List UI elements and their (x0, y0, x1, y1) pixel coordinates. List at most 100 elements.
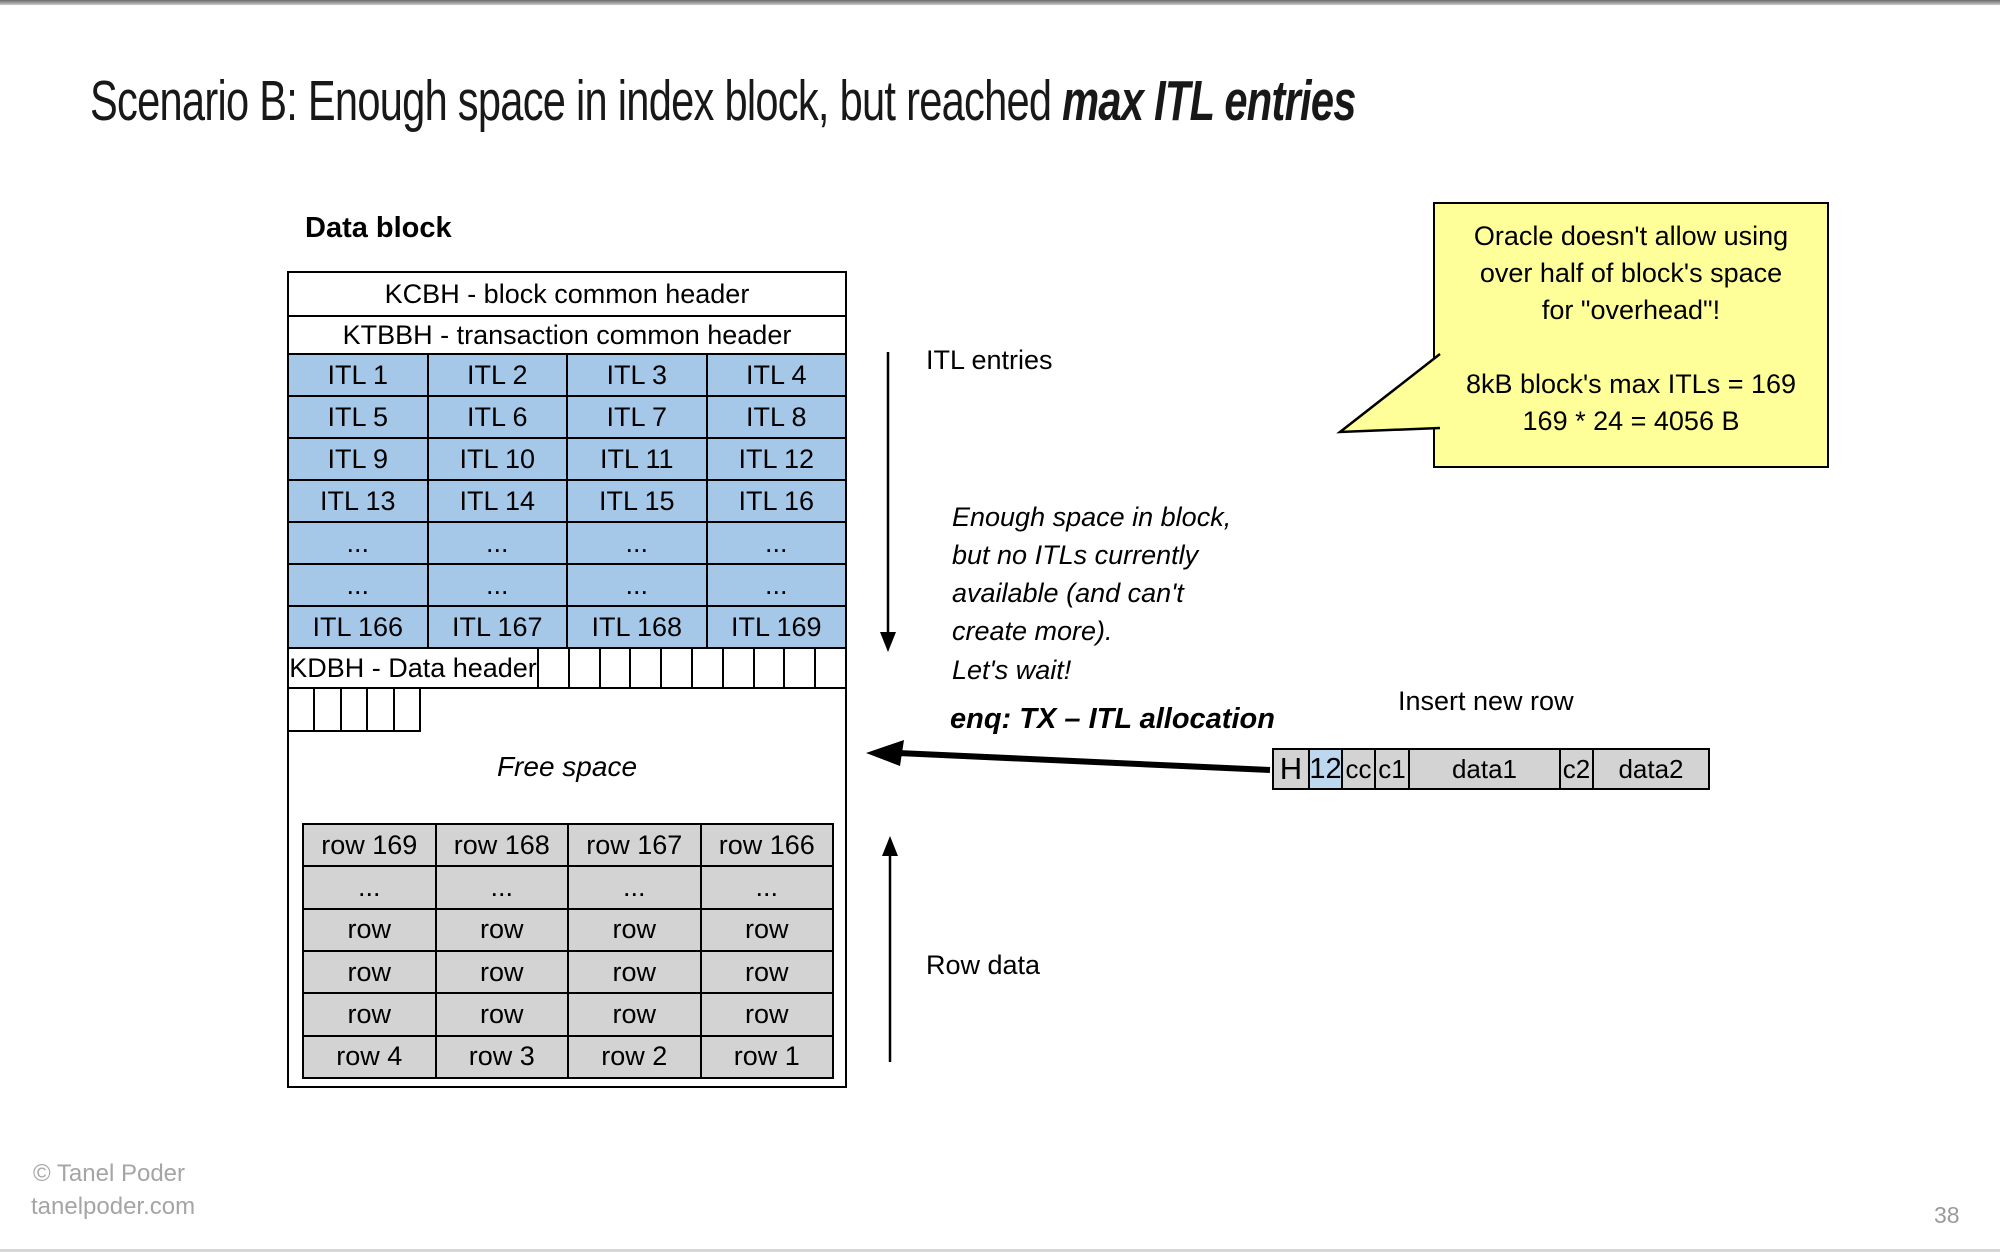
row-cell: row (569, 909, 700, 950)
row-cell: row (701, 951, 832, 993)
row-cell: row 1 (701, 1036, 832, 1077)
insert-row-cell-H: H (1272, 748, 1310, 790)
itl-cell: ITL 169 (707, 607, 845, 647)
itl-cell: ... (428, 523, 566, 563)
itl-cell: ITL 8 (707, 397, 845, 437)
strip-slot-cell (315, 689, 342, 730)
itl-cell: ITL 6 (428, 397, 566, 437)
insert-row-cell-cc: cc (1341, 748, 1376, 790)
itl-cell: ITL 166 (289, 607, 427, 647)
slide-title-emphasis: max ITL entries (1062, 69, 1356, 133)
note-text: Enough space in block,but no ITLs curren… (952, 498, 1231, 650)
strip-slot-cell (289, 689, 316, 730)
note-line: create more). (952, 616, 1113, 646)
row-cell: row (701, 909, 832, 950)
itl-cell: ... (707, 565, 845, 605)
callout-bubble: Oracle doesn't allow using over half of b… (1433, 202, 1829, 468)
itl-cell: ITL 12 (707, 439, 845, 479)
kdbh-slot-cell (785, 649, 817, 687)
row-cell: row (436, 951, 567, 993)
footer-copyright: © Tanel Poder (33, 1160, 186, 1187)
note-line: available (and can't (952, 578, 1184, 608)
callout-line: for "overhead"! (1541, 295, 1721, 325)
row-cell: ... (304, 867, 435, 908)
insert-row-cell-c1: c1 (1374, 748, 1410, 790)
itl-cell: ITL 13 (289, 481, 427, 521)
strip-slot-cell (394, 689, 420, 730)
callout-tail (1336, 353, 1441, 434)
itl-cell: ITL 1 (289, 355, 427, 395)
itl-cell: ITL 5 (289, 397, 427, 437)
kdbh-label: KDBH - Data header (289, 649, 539, 687)
itl-cell: ITL 11 (568, 439, 706, 479)
itl-cell: ITL 2 (428, 355, 566, 395)
itl-cell: ... (568, 565, 706, 605)
itl-cell: ITL 4 (707, 355, 845, 395)
slide-bottom-edge (0, 1249, 2000, 1252)
kdbh-slot-cell (723, 649, 755, 687)
callout-line: over half of block's space (1479, 258, 1783, 288)
row-cell: row 166 (701, 825, 832, 866)
insert-row-cell-data2: data2 (1592, 748, 1710, 790)
row-data-up-arrow (882, 836, 898, 1062)
itl-cell: ... (289, 523, 427, 563)
itl-cell: ... (568, 523, 706, 563)
insert-row-cell-data1: data1 (1408, 748, 1561, 790)
kdbh-slot-cell (569, 649, 601, 687)
callout-line: 8kB block's max ITLs = 169 (1465, 369, 1797, 399)
kdbh-slot-cell (631, 649, 663, 687)
kcbh-row: KCBH - block common header (289, 273, 845, 317)
row-cell: row 167 (569, 825, 700, 866)
slide-title: Scenario B: Enough space in index block,… (90, 68, 1356, 134)
callout-line: Oracle doesn't allow using (1473, 221, 1789, 251)
row-directory-strip (289, 689, 421, 732)
itl-cell: ITL 9 (289, 439, 427, 479)
itl-cell: ... (428, 565, 566, 605)
strip-slot-cell (341, 689, 369, 730)
kdbh-slot-cell (816, 649, 845, 687)
insert-to-freespace-arrow (866, 740, 1271, 773)
itl-cell: ... (707, 523, 845, 563)
row-cell: row 3 (436, 1036, 567, 1077)
strip-slot-cell (368, 689, 395, 730)
row-cell: row (304, 909, 435, 950)
itl-cell: ITL 10 (428, 439, 566, 479)
free-space-label: Free space (496, 751, 638, 782)
data-block-diagram: KCBH - block common header KTBBH - trans… (287, 271, 847, 1088)
callout-line: 169 * 24 = 4056 B (1522, 406, 1740, 436)
row-cell: row 2 (569, 1036, 700, 1077)
itl-cell: ITL 16 (707, 481, 845, 521)
lets-wait-label: Let's wait! (952, 655, 1072, 685)
kdbh-slot-cell (662, 649, 693, 687)
row-cell: ... (701, 867, 832, 908)
itl-cell: ITL 3 (568, 355, 706, 395)
itl-cell: ITL 7 (568, 397, 706, 437)
row-data-label: Row data (926, 950, 1041, 980)
data-block-label: Data block (305, 212, 452, 244)
row-cell: row (304, 951, 435, 993)
row-cell: ... (569, 867, 700, 908)
kdbh-slot-cell (692, 649, 724, 687)
itl-entries-label: ITL entries (926, 345, 1053, 375)
itl-cell: ITL 14 (428, 481, 566, 521)
kdbh-slot-cell (754, 649, 786, 687)
itl-cell: ITL 15 (568, 481, 706, 521)
kdbh-slot-cell (539, 649, 570, 687)
row-cell: row (304, 994, 435, 1035)
window-top-edge (0, 0, 2000, 5)
ktbbh-row: KTBBH - transaction common header (289, 317, 845, 355)
row-cell: row (569, 951, 700, 993)
itl-entries-down-arrow (880, 352, 896, 652)
row-cell: row (569, 994, 700, 1035)
slide-title-text: Scenario B: Enough space in index block,… (90, 69, 1063, 133)
page-number: 38 (1934, 1202, 1960, 1228)
kdbh-slot-cell (600, 649, 632, 687)
insert-row-cell-12: 12 (1308, 748, 1343, 790)
insert-row-cell-c2: c2 (1559, 748, 1594, 790)
note-line: Enough space in block, (952, 502, 1232, 532)
row-cell: ... (436, 867, 567, 908)
row-cell: row (701, 994, 832, 1035)
